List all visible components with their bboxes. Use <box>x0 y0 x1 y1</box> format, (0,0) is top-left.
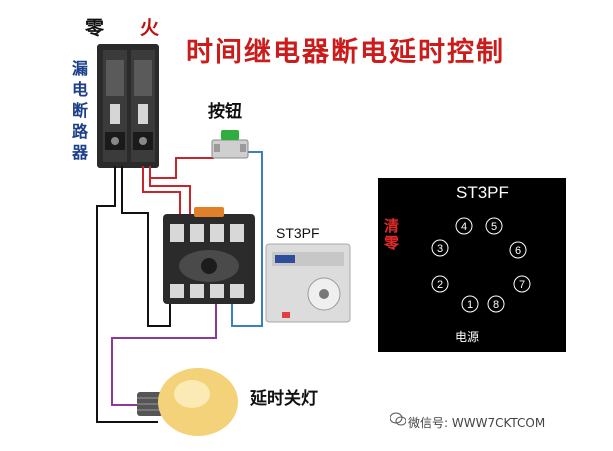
pin-label: 7 <box>519 279 525 291</box>
watermark: 微信号: WWW7CKTCOM <box>408 416 546 430</box>
light-bulb <box>137 368 238 436</box>
leakage-breaker <box>97 44 159 168</box>
time-relay <box>265 243 351 323</box>
live-label: 火 <box>140 17 160 39</box>
pinout-panel <box>378 178 566 352</box>
pin-label: 4 <box>461 221 467 233</box>
breaker-label-char: 断 <box>71 101 88 120</box>
lamp-label: 延时关灯 <box>250 389 318 409</box>
reset-label-char: 零 <box>384 234 400 252</box>
reset-label-char: 清 <box>384 217 400 235</box>
pin-label: 5 <box>491 221 497 233</box>
button-label: 按钮 <box>208 102 242 122</box>
wechat-icon <box>390 412 406 426</box>
breaker-label-char: 器 <box>71 143 88 162</box>
relay-socket <box>163 207 255 304</box>
pin-label: 1 <box>467 299 473 311</box>
pinout-title: ST3PF <box>456 183 509 202</box>
breaker-label-char: 路 <box>71 122 88 141</box>
breaker-label-char: 漏 <box>71 59 88 78</box>
pin-label: 2 <box>437 279 443 291</box>
relay-model-label: ST3PF <box>276 225 320 241</box>
wires <box>96 151 263 423</box>
pin-label: 8 <box>493 299 499 311</box>
breaker-label: 漏 电 断 路 器 <box>68 58 92 163</box>
power-label: 电源 <box>455 330 480 344</box>
reset-label: 清 零 <box>384 218 400 252</box>
push-button <box>211 130 249 159</box>
breaker-label-char: 电 <box>71 80 88 99</box>
pin-label: 3 <box>437 243 443 255</box>
pin-label: 6 <box>515 245 521 257</box>
neutral-label: 零 <box>85 17 105 39</box>
diagram-title: 时间继电器断电延时控制 <box>186 37 505 68</box>
